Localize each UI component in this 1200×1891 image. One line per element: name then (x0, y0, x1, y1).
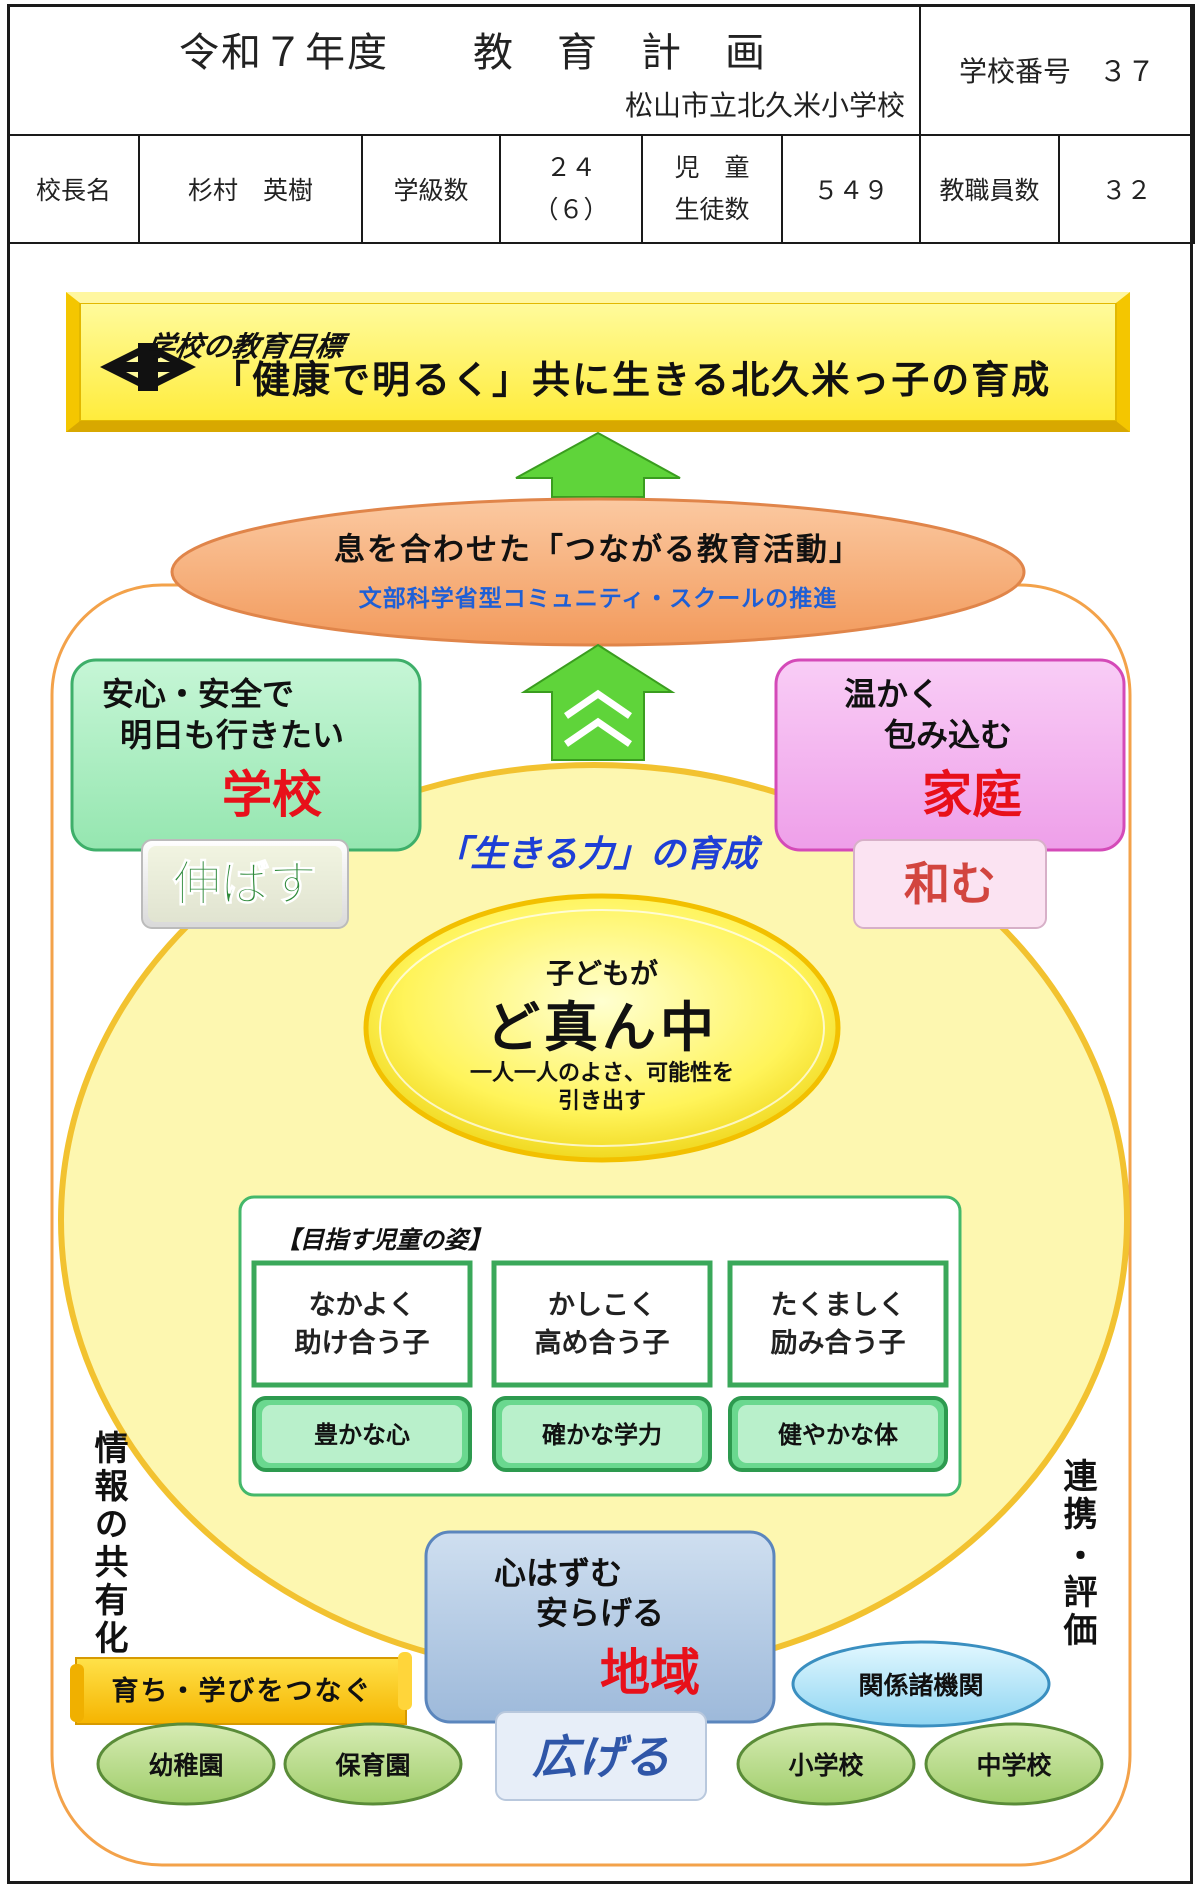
oval-kindergarten: 幼稚園 (96, 1722, 276, 1806)
goal-text: 「健康で明るく」共に生きる北久米っ子の育成 (212, 358, 1051, 402)
plan-title: 令和７年度 教 育 計 画 (179, 30, 767, 76)
related-orgs: 関係諸機関 (791, 1640, 1051, 1728)
community-name: 地域 (600, 1644, 700, 1702)
students-value: ５４９ (780, 134, 922, 244)
community-line1: 心はずむ (494, 1554, 622, 1592)
related-orgs-text: 関係諸機関 (858, 1671, 983, 1700)
nagomu-text: 和む (904, 857, 996, 911)
center-line4: 引き出す (558, 1089, 646, 1114)
header-table: 令和７年度 教 育 計 画 松山市立北久米小学校 学校番号 ３７ 校長名 杉村 … (6, 4, 1196, 244)
junior-high-text: 中学校 (976, 1751, 1052, 1780)
aims-title: 【目指す児童の姿】 (276, 1226, 492, 1254)
aim-3-line2: 励み合う子 (771, 1327, 906, 1359)
school-name: 学校 (222, 766, 322, 824)
nursery-text: 保育園 (334, 1751, 410, 1780)
classes-label: 学級数 (361, 134, 501, 244)
school-name: 松山市立北久米小学校 (625, 89, 906, 122)
home-line2: 包み込む (884, 716, 1012, 754)
school-line2: 明日も行きたい (120, 716, 344, 754)
aims-panel: 【目指す児童の姿】 なかよく 助け合う子 豊かな心 かしこく 高め合う子 確かな… (238, 1195, 962, 1497)
staff-value: ３２ (1058, 134, 1196, 244)
aim-card-2: かしこく 高め合う子 確かな学力 (491, 1260, 713, 1472)
nagomu-tag: 和む (853, 839, 1047, 929)
aim-1-line2: 助け合う子 (295, 1327, 430, 1359)
side-right-dot: ・ (1057, 1538, 1097, 1572)
hirogeru-text: 広げる (532, 1730, 670, 1784)
classes-special: （６） (533, 195, 609, 224)
home-box: 温かく 包み込む 家庭 (774, 658, 1126, 852)
school-number: 学校番号 ３７ (919, 4, 1196, 136)
aim-card-3: たくましく 励み合う子 健やかな体 (727, 1260, 949, 1472)
top-arrow (515, 431, 681, 498)
aim-3-line1: たくましく (771, 1290, 906, 1321)
hirogeru-tag: 広げる (495, 1711, 707, 1801)
side-right-2: 評価 (1057, 1574, 1098, 1650)
aim-1-line1: なかよく (309, 1290, 416, 1321)
nobasu-text: 伸ばす (172, 856, 317, 912)
nobasu-tag: 伸ばす (141, 839, 349, 929)
principal-label: 校長名 (7, 134, 140, 244)
activity-subtitle: 文部科学省型コミュニティ・スクールの推進 (359, 585, 838, 612)
elementary-text: 小学校 (788, 1751, 864, 1780)
home-line1: 温かく (844, 675, 940, 713)
staff-label: 教職員数 (919, 134, 1061, 244)
center-line1: 子どもが (546, 957, 658, 990)
students-label-2: 生徒数 (674, 195, 750, 224)
banner-text: 育ち・学びをつなぐ (112, 1675, 373, 1707)
center-line2: ど真ん中 (486, 996, 718, 1059)
classes-count: ２４ (545, 153, 596, 182)
side-left-label: 情報の共有化 (88, 1430, 128, 1658)
oval-junior-high: 中学校 (924, 1722, 1104, 1806)
home-name: 家庭 (922, 766, 1022, 824)
ikiru-chikara: 「生きる力」の育成 (434, 834, 762, 875)
side-right-label: 連携 ・ 評価 (1057, 1458, 1098, 1650)
aim-2-line2: 高め合う子 (535, 1327, 670, 1359)
classes-value: ２４ （６） (499, 134, 643, 244)
goal-label: 学校の教育目標 (145, 330, 351, 363)
oval-elementary: 小学校 (736, 1722, 916, 1806)
activity-ellipse: 息を合わせた「つながる教育活動」 文部科学省型コミュニティ・スクールの推進 (170, 497, 1026, 647)
aim-3-quality: 健やかな体 (778, 1421, 899, 1449)
activity-title: 息を合わせた「つながる教育活動」 (334, 532, 862, 568)
connect-banner: 育ち・学びをつなぐ (70, 1652, 412, 1725)
title-cell: 令和７年度 教 育 計 画 松山市立北久米小学校 (6, 4, 922, 136)
middle-arrow (520, 643, 676, 761)
center-circle: 子どもが ど真ん中 一人一人のよさ、可能性を 引き出す (363, 893, 841, 1163)
center-line3: 一人一人のよさ、可能性を (470, 1060, 734, 1086)
school-box: 安心・安全で 明日も行きたい 学校 (70, 658, 422, 852)
community-box: 心はずむ 安らげる 地域 (424, 1530, 776, 1724)
school-line1: 安心・安全で (102, 675, 294, 713)
aim-1-quality: 豊かな心 (314, 1421, 410, 1449)
aim-card-1: なかよく 助け合う子 豊かな心 (251, 1260, 473, 1472)
students-label: 児 童 生徒数 (641, 134, 783, 244)
goal-banner: 学校の教育目標 「健康で明るく」共に生きる北久米っ子の育成 (66, 292, 1130, 432)
side-right-1: 連携 (1057, 1458, 1097, 1534)
aim-2-quality: 確かな学力 (542, 1421, 662, 1449)
students-label-1: 児 童 (674, 153, 750, 182)
school-emblem (100, 343, 196, 391)
oval-nursery: 保育園 (283, 1722, 463, 1806)
kindergarten-text: 幼稚園 (148, 1751, 223, 1780)
principal-name: 杉村 英樹 (138, 134, 363, 244)
community-line2: 安らげる (536, 1594, 664, 1632)
aim-2-line1: かしこく (548, 1290, 656, 1321)
